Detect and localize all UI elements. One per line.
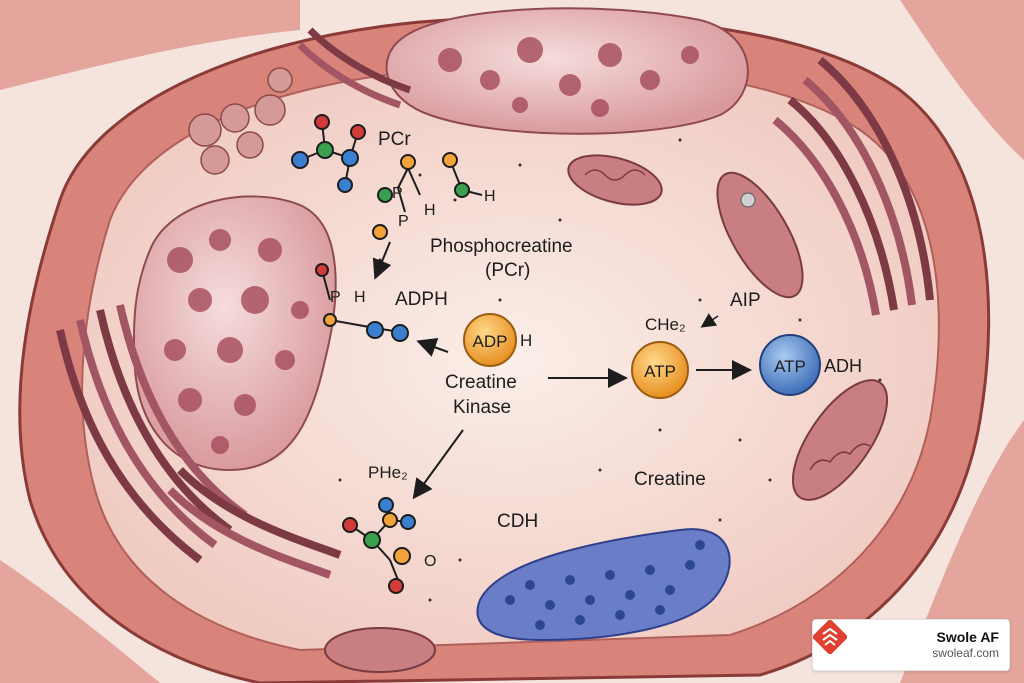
p2-label: P [398,213,409,230]
che2-label: CHe₂ [645,315,686,334]
arrow-kinase-down [412,429,464,500]
atp-blue-label: ATP [774,357,806,376]
ch-molecule [442,152,483,198]
blue-granule [476,528,731,642]
creatine-kinase-label-2: Kinase [453,397,511,418]
cdh-label: CDH [497,511,538,532]
h-top-label: H [484,188,496,205]
creatine-label: Creatine [634,469,706,490]
adph-label: ADPH [395,289,448,310]
er-stack-left [56,304,342,579]
p1-label: P [392,185,403,202]
mitochondrion-4 [324,627,436,673]
adh-label: ADH [824,356,862,376]
adp-circle [463,313,517,367]
neighbor-cell-top-right [900,0,1024,160]
neighbor-cell-bottom-left [0,560,160,683]
mitochondrion-2 [716,171,804,299]
blue-granule-dots [505,540,705,630]
h-adp-label: H [520,331,532,350]
nucleus-top-chromatin [438,37,699,117]
h-p-label: H [424,202,436,219]
pcr-label: PCr [378,129,411,150]
bottom-left-molecule [342,497,416,594]
h-left-label: H [354,289,366,306]
ph-left-molecule [315,263,409,342]
pcr-molecule [291,114,366,193]
neighbor-cell-bottom-right [900,420,1024,683]
brand-badge[interactable]: Swole AF swoleaf.com [812,619,1010,671]
pcr-paren-label: (PCr) [485,260,530,281]
nucleus-top [385,7,749,135]
mitochondrion-3 [791,379,889,501]
vesicle-cluster [188,67,293,175]
neighbor-cell-top-left [0,0,300,90]
atp-orange-label: ATP [644,362,676,381]
er-stack-top [297,27,412,109]
arrow-pcr-down [372,241,392,280]
o-label: O [424,553,436,570]
brand-url[interactable]: swoleaf.com [932,646,999,661]
atp-orange-circle [631,341,689,399]
er-stack-right [772,56,934,316]
ph-left-label: P [330,289,341,306]
brand-name: Swole AF [936,628,1000,645]
phe2-label: PHe₂ [368,463,408,482]
adp-circle-label: ADP [473,332,508,351]
ph-ring-molecule [372,154,421,240]
aip-label: AIP [730,290,761,311]
brand-logo-icon [813,620,847,654]
creatine-kinase-label-1: Creatine [445,372,517,393]
nucleus-left-chromatin [164,229,309,454]
phosphocreatine-label: Phosphocreatine [430,236,573,257]
arrow-aip [700,313,719,328]
atp-blue-circle [759,334,821,396]
arrow-adp-left [416,337,449,357]
